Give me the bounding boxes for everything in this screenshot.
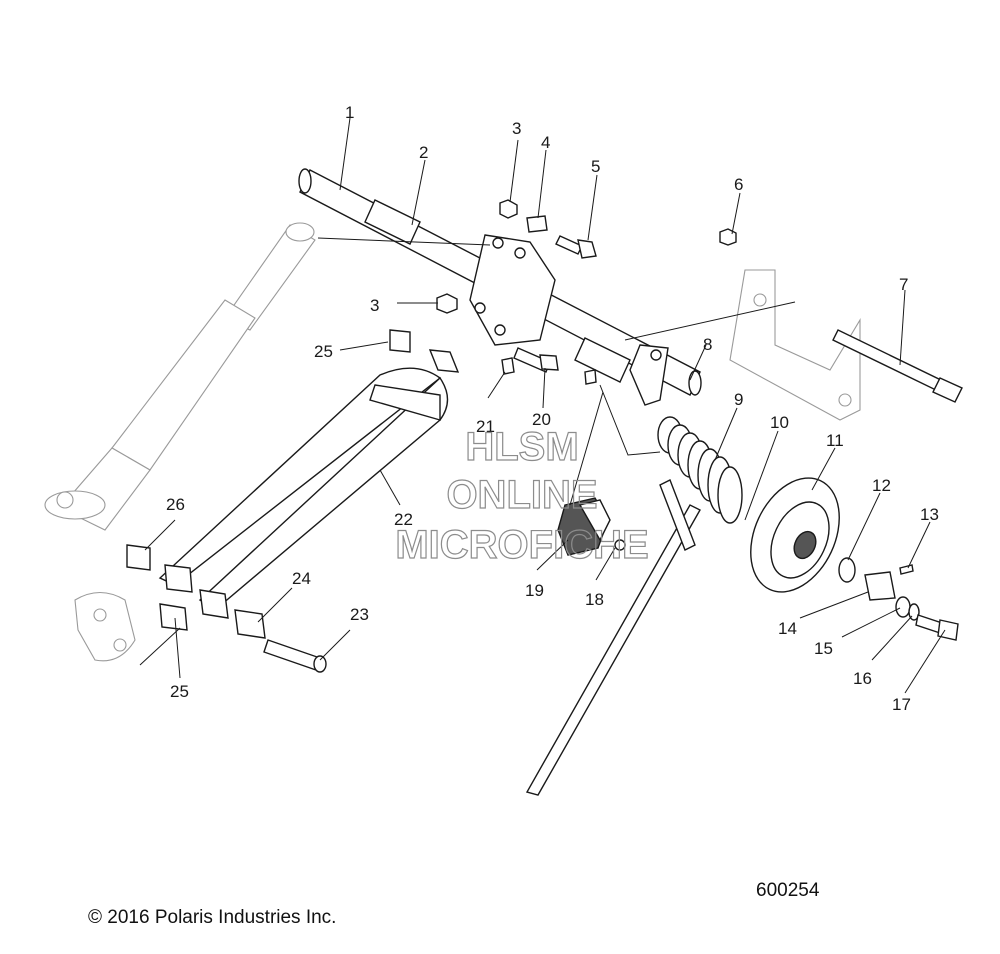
watermark-line-3: MICROFICHE <box>395 523 648 567</box>
callout-23: 23 <box>350 605 369 624</box>
callout-2: 2 <box>419 143 428 162</box>
watermark-line-1: HLSM <box>465 425 578 469</box>
callout-9: 9 <box>734 390 743 409</box>
callout-labels: 1 2 3 4 5 6 7 8 9 10 11 12 13 14 15 16 1… <box>166 103 939 714</box>
callout-10: 10 <box>770 413 789 432</box>
axle-hardware <box>838 557 959 641</box>
callout-3: 3 <box>512 119 521 138</box>
drawing-number: 600254 <box>756 880 820 901</box>
callout-26: 26 <box>166 495 185 514</box>
copyright-notice: © 2016 Polaris Industries Inc. <box>88 907 337 928</box>
watermark: HLSM ONLINE MICROFICHE <box>395 424 650 567</box>
shaft-end-bracket <box>629 344 669 406</box>
callout-15: 15 <box>814 639 833 658</box>
callout-22: 22 <box>394 510 413 529</box>
callout-14: 14 <box>778 619 797 638</box>
ghost-lower-bracket <box>74 591 136 662</box>
callout-4: 4 <box>541 133 550 152</box>
idler-wheel <box>750 477 840 593</box>
callout-16: 16 <box>853 669 872 688</box>
callout-12: 12 <box>872 476 891 495</box>
callout-13: 13 <box>920 505 939 524</box>
callout-20: 20 <box>532 410 551 429</box>
through-bolt <box>832 329 963 403</box>
callout-18: 18 <box>585 590 604 609</box>
callout-1: 1 <box>345 103 354 122</box>
callout-21: 21 <box>476 417 495 436</box>
leader-lines <box>139 117 946 694</box>
callout-17: 17 <box>892 695 911 714</box>
callout-24: 24 <box>292 569 311 588</box>
mounting-plate <box>469 234 556 346</box>
torsion-arm <box>158 367 449 611</box>
callout-25b: 25 <box>170 682 189 701</box>
ghost-shock-absorber <box>44 222 316 531</box>
callout-25: 25 <box>314 342 333 361</box>
callout-6: 6 <box>734 175 743 194</box>
callout-11: 11 <box>826 431 844 450</box>
callout-7: 7 <box>899 275 908 294</box>
callout-3b: 3 <box>370 296 379 315</box>
torsion-spring <box>525 416 743 796</box>
callout-19: 19 <box>525 581 544 600</box>
ghost-rail-mount <box>729 269 861 421</box>
callout-8: 8 <box>703 335 712 354</box>
watermark-line-2: ONLINE <box>446 473 597 517</box>
hardware <box>389 199 737 385</box>
callout-5: 5 <box>591 157 600 176</box>
lower-bushings <box>126 544 327 673</box>
spring-block <box>557 497 626 556</box>
